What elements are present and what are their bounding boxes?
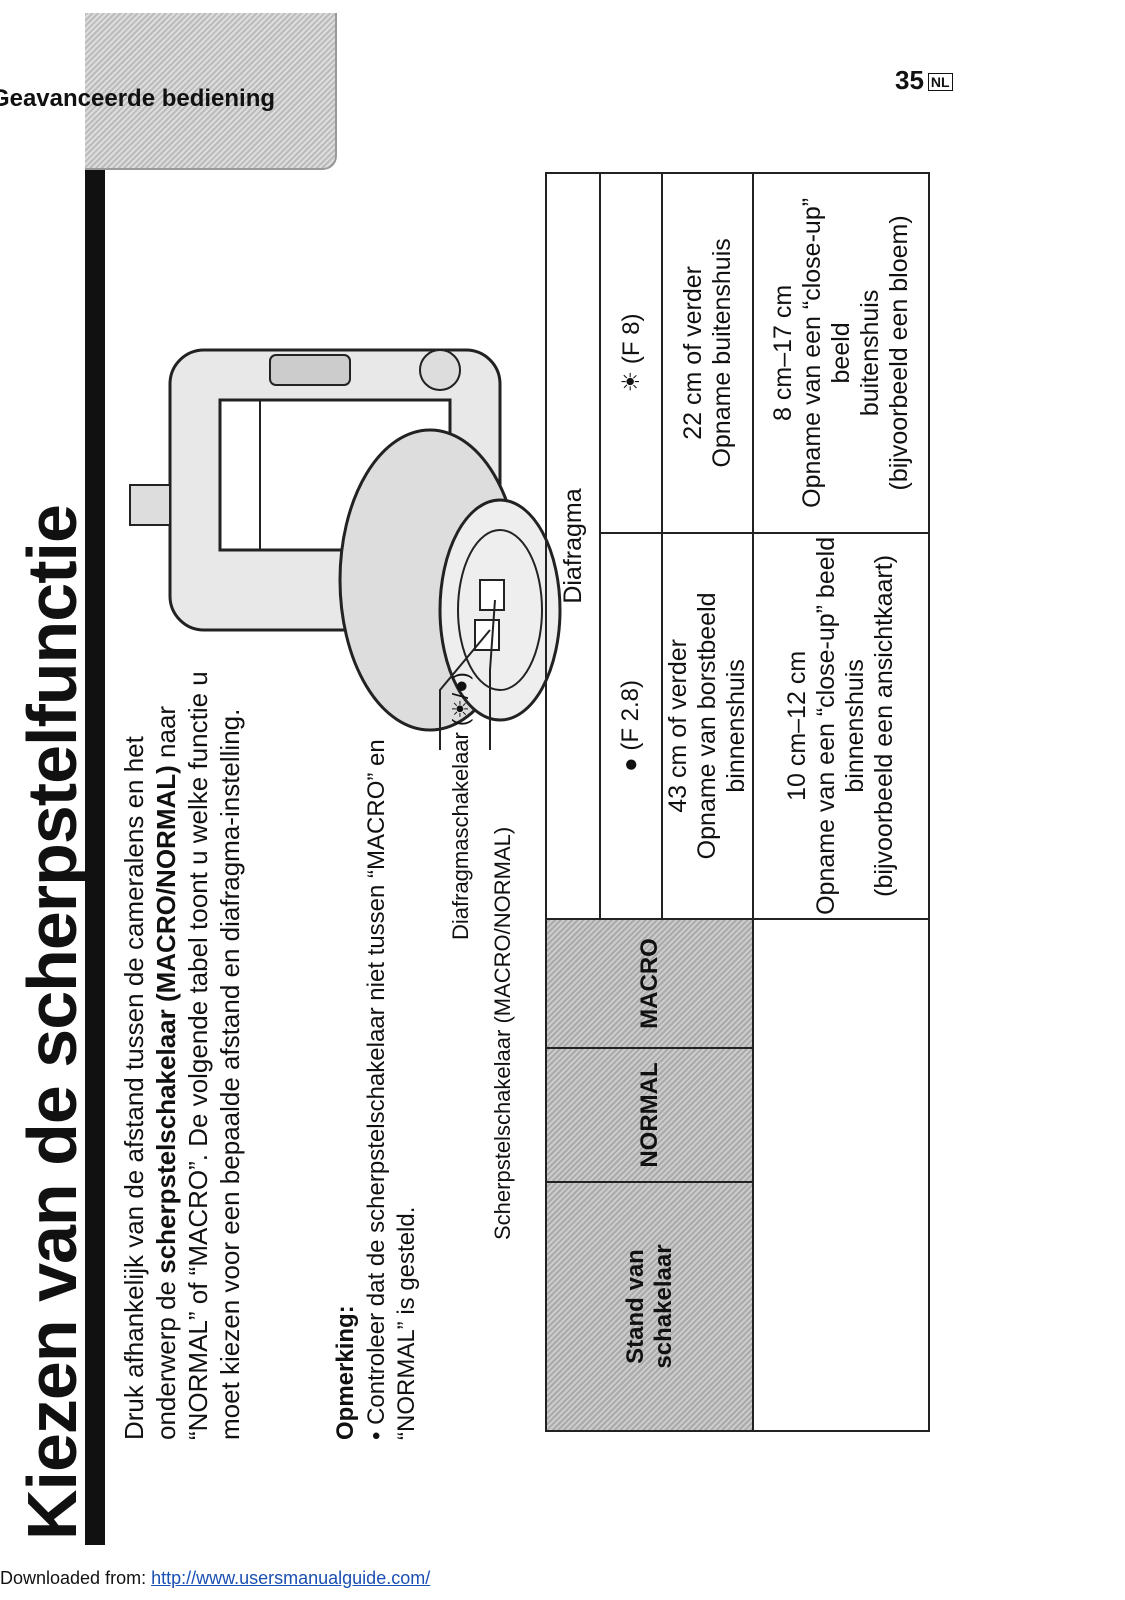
intro-bold-switch: scherpstelschakelaar (MACRO/NORMAL) (151, 765, 181, 1274)
camera-illustration (129, 348, 562, 750)
note-heading: Opmerking: (332, 1305, 359, 1440)
note-text: • Controleer dat de scherpstelschakelaar… (363, 739, 420, 1440)
cell-macro-f28: 10 cm–12 cm Opname van een “close-up” be… (753, 532, 929, 919)
page-number-value: 35 (895, 65, 924, 95)
table-row-head-normal: NORMAL (546, 1048, 753, 1182)
footer-link[interactable]: http://www.usersmanualguide.com/ (151, 1568, 431, 1588)
settings-table: Stand van schakelaar NORMAL MACRO Diafra… (545, 172, 930, 1432)
table-row-head-macro: MACRO (546, 919, 753, 1048)
table-spacer (753, 919, 929, 1431)
footer-download-line: Downloaded from: http://www.usersmanualg… (0, 1568, 430, 1589)
language-badge: NL (927, 73, 953, 92)
footer-prefix: Downloaded from: (0, 1568, 152, 1588)
page-title: Kiezen van de scherpstelfunctie (13, 505, 91, 1540)
table-corner: Stand van schakelaar (546, 1182, 753, 1431)
table-group-header: Diafragma (546, 173, 600, 919)
header-tab-label: Geavanceerde bediening (0, 85, 276, 112)
col-header-f8: ☀ (F 8) (600, 173, 662, 533)
leader-line-aperture (439, 629, 491, 750)
camera-button (419, 349, 461, 391)
camera-dpad (129, 484, 171, 526)
cell-macro-f8: 8 cm–17 cm Opname van een “close-up” bee… (753, 173, 929, 533)
leader-line-focus (489, 599, 496, 750)
aperture-switch-label: Diafragmaschakelaar (☀/●) (448, 672, 473, 940)
cell-normal-f8: 22 cm of verder Opname buitenshuis (662, 173, 753, 533)
col-header-f28: ● (F 2.8) (600, 532, 662, 919)
camera-slider (269, 354, 351, 386)
focus-switch-label: Scherpstelschakelaar (MACRO/NORMAL) (490, 826, 515, 1240)
cell-normal-f28: 43 cm of verder Opname van borstbeeld bi… (662, 532, 753, 919)
focus-switch-icon (479, 579, 505, 611)
